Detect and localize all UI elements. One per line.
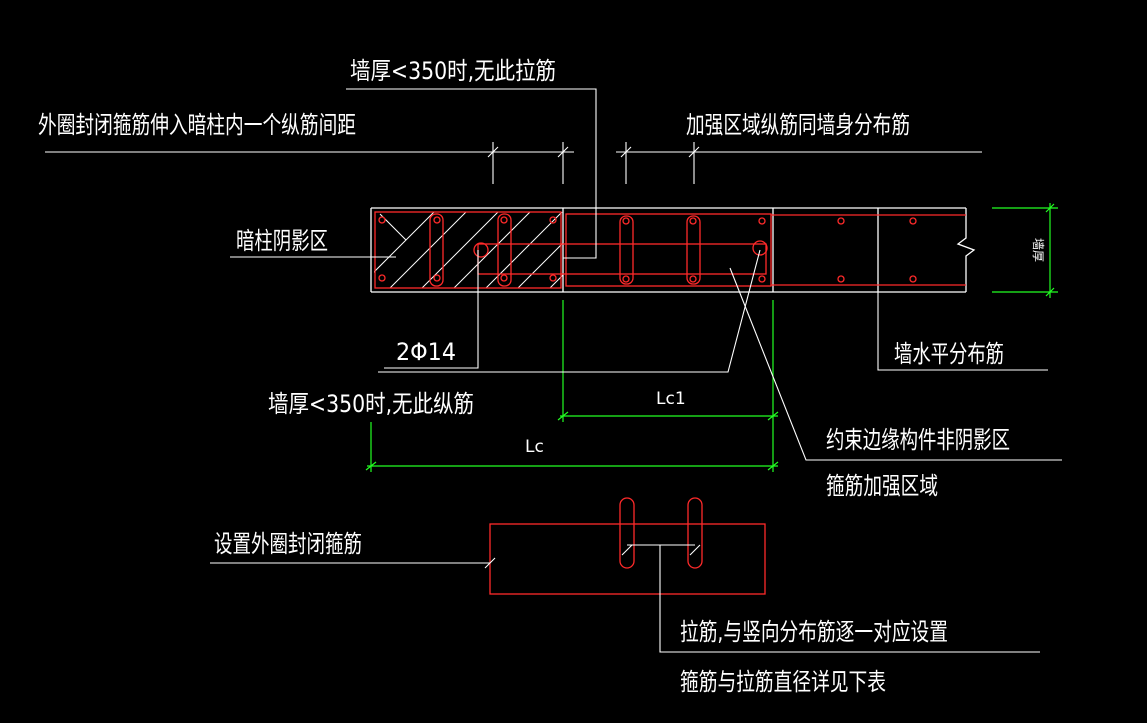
label-lc1: Lc1 [656,389,686,409]
detail-tie-1 [619,497,635,569]
tie-nonshadow-1 [619,215,634,285]
outer-hoop-nonshadow [565,213,772,287]
detail-outer-hoop [489,523,766,595]
wall-outline [370,207,966,293]
label-outer-closed-hoop: 设置外圈封闭箍筋 [214,530,362,558]
label-tie-bars-line1: 拉筋,与竖向分布筋逐一对应设置 [680,618,948,646]
label-outer-hoop-extend: 外圈封闭箍筋伸入暗柱内一个纵筋间距 [38,111,356,139]
hoop-detail [210,497,1040,653]
label-wall-thin-no-tie: 墙厚<350时,无此拉筋 [350,57,556,85]
leader-lines [45,88,1062,461]
hook-right [752,240,768,256]
label-wall-horizontal-bars: 墙水平分布筋 [894,340,1004,368]
detail-tie-2 [687,497,703,569]
label-2phi14: 2Φ14 [396,338,456,366]
label-tie-bars-line2: 箍筋与拉筋直径详见下表 [680,668,886,696]
label-non-shadow-area-line1: 约束边缘构件非阴影区 [826,426,1010,454]
inner-hoop [477,243,767,275]
hidden-column-hatch [374,212,563,288]
label-lc: Lc [525,437,544,457]
label-non-shadow-area-line2: 箍筋加强区域 [826,472,938,500]
dimension-lines [365,203,1058,472]
label-wall-thin-no-longitudinal: 墙厚<350时,无此纵筋 [268,390,474,418]
tie-shadow-1 [429,213,444,287]
label-reinforced-vertical-bars: 加强区域纵筋同墙身分布筋 [686,111,910,139]
label-hidden-column-shadow: 暗柱阴影区 [236,227,328,255]
tie-shadow-2 [497,213,512,287]
tie-nonshadow-2 [686,215,701,285]
outer-hoop-shadow [374,211,562,289]
break-line-symbol [956,208,976,292]
label-wall-thickness: 墙厚 [1031,238,1045,262]
hook-left [473,242,489,258]
